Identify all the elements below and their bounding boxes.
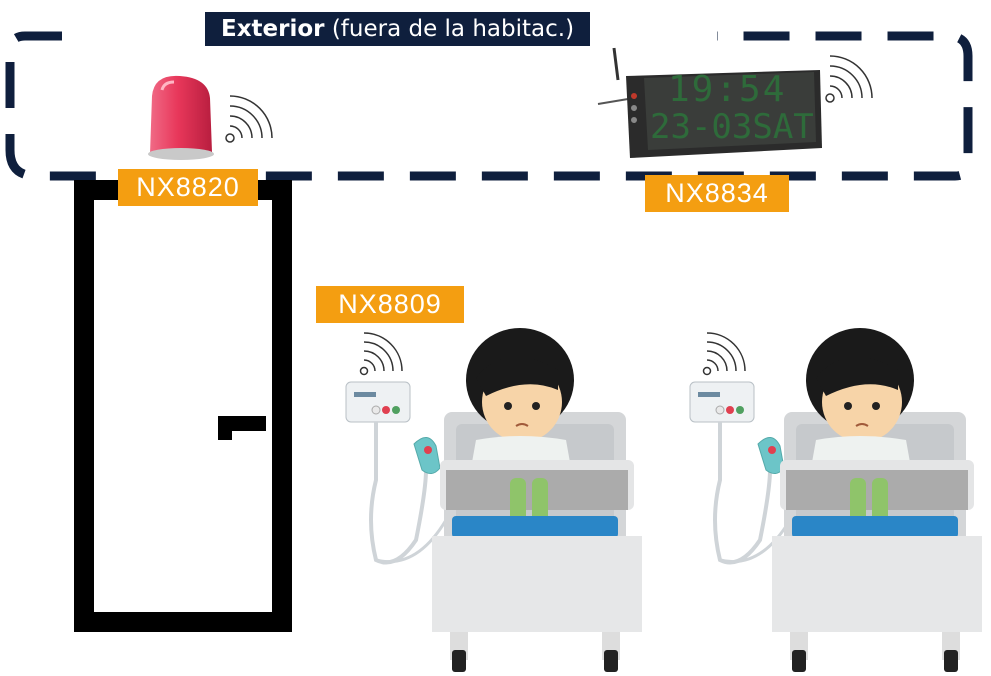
display-time: 19:54 — [668, 69, 787, 110]
wireless-signal-icon — [702, 332, 746, 376]
exterior-zone-title: Exterior (fuera de la habitac.) — [193, 8, 717, 46]
zone-label: Exterior (fuera de la habitac.) — [205, 12, 591, 46]
wireless-signal-icon — [825, 55, 873, 103]
led-display-icon — [597, 47, 822, 158]
zone-label-rest: (fuera de la habitac.) — [324, 16, 575, 42]
display-date: 23-03SAT — [650, 107, 814, 147]
model-tag-nx8809: NX8809 — [316, 286, 464, 323]
model-tag-nx8834: NX8834 — [645, 175, 789, 212]
patient-bed-scene — [345, 328, 642, 672]
wireless-signal-icon — [225, 95, 273, 143]
signal-lamp-icon — [148, 75, 214, 160]
model-tag-nx8820: NX8820 — [118, 169, 258, 206]
zone-label-bold: Exterior — [221, 16, 325, 42]
patient-bed-scene — [689, 328, 982, 672]
wireless-signal-icon — [359, 332, 403, 376]
door-icon — [74, 180, 292, 632]
led-display-device: 19:54 23-03SAT — [588, 44, 828, 164]
